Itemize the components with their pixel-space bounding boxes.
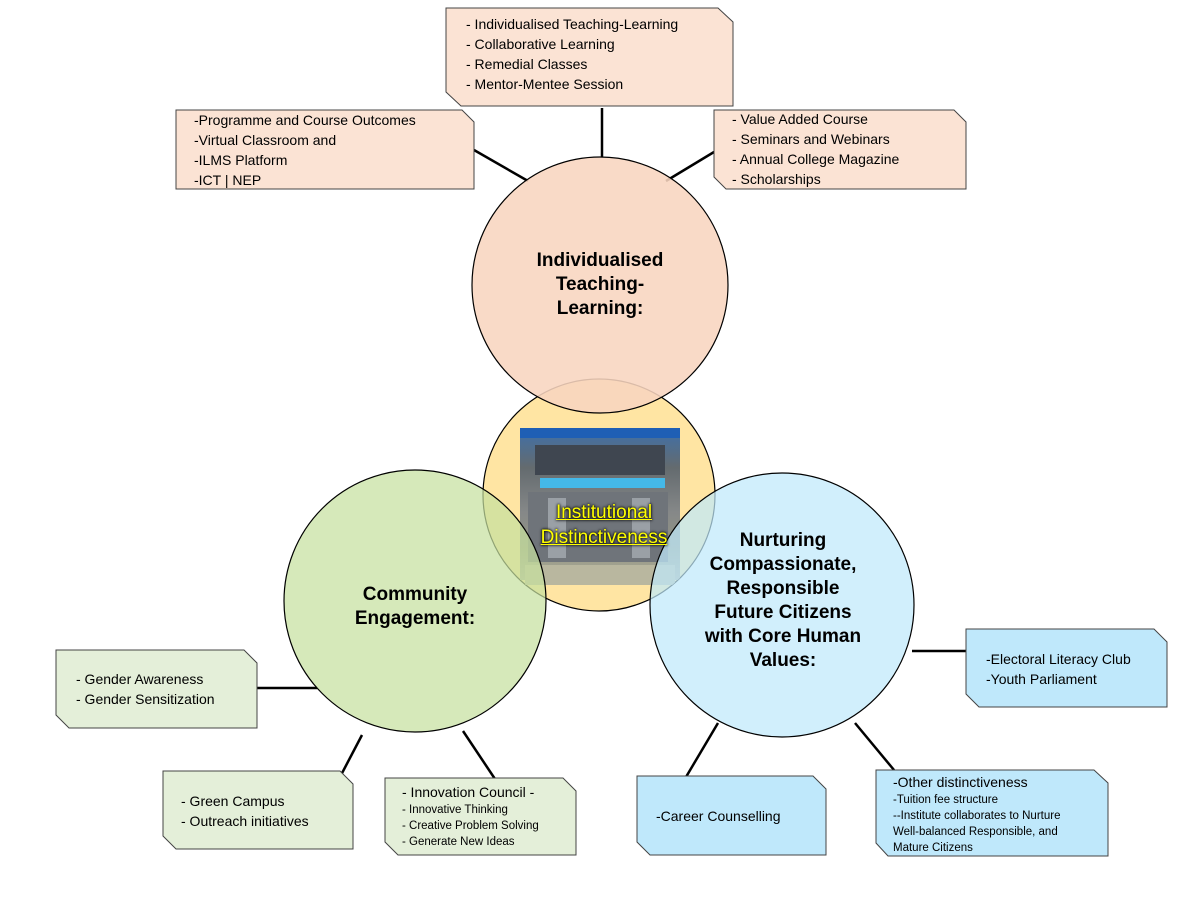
box-shapes [55,7,1168,857]
list-item: - Seminars and Webinars [732,131,890,147]
list-item: Well-balanced Responsible, and [893,826,1058,838]
list-item: - Annual College Magazine [732,151,900,167]
community-title: Community Engagement: [325,583,505,631]
box-career-shape [636,775,827,856]
nurturing-title-line: Responsible [726,578,840,599]
list-item: - Innovative Thinking [402,804,508,816]
teaching-title-line: Individualised [536,250,664,271]
nurturing-circle [649,472,915,738]
list-item: -ILMS Platform [194,152,288,168]
list-item: - Gender Awareness [76,671,204,687]
box-electoral-shape [965,628,1168,708]
list-item: - Scholarships [732,171,821,187]
list-item: - Value Added Course [732,111,868,127]
community-circle [283,469,547,733]
connector-other [854,722,895,771]
nurturing-title-line: with Core Human [704,626,862,647]
community-title-line: Community [362,584,468,605]
list-item: - Remedial Classes [466,56,588,72]
list-item: - Gender Sensitization [76,691,215,707]
nurturing-title-line: Values: [749,650,817,671]
teaching-circle [471,156,729,414]
nurturing-title-line: Compassionate, [709,554,857,575]
box-innovation-shape [384,777,577,856]
list-item: - Outreach initiatives [181,813,309,829]
institutional-distinctiveness-label: Institutional Distinctiveness [519,500,689,550]
box-top-left: -Programme and Course Outcomes -Virtual … [194,110,416,190]
other-heading: -Other distinctiveness [893,774,1028,790]
innovation-heading: - Innovation Council - [402,784,535,800]
box-top-right: - Value Added Course - Seminars and Webi… [732,109,899,189]
box-top-left-shape [175,109,475,190]
center-label-line: Institutional [555,502,653,523]
list-item: --Institute collaborates to Nurture [893,810,1061,822]
box-top: - Individualised Teaching-Learning - Col… [466,14,678,94]
nurturing-title-line: Nurturing [739,530,827,551]
box-green-shape [162,770,354,850]
teaching-title: Individualised Teaching- Learning: [500,249,700,321]
list-item: -Youth Parliament [986,671,1097,687]
nurturing-title-line: Future Citizens [714,602,852,623]
list-item: Mature Citizens [893,842,973,854]
list-item: - Collaborative Learning [466,36,615,52]
list-item: -Programme and Course Outcomes [194,112,416,128]
box-gender-shape [55,649,258,729]
box-career-counselling: -Career Counselling [656,806,781,826]
connector-top-left [473,148,529,183]
list-item: - Generate New Ideas [402,836,515,848]
list-item: - Individualised Teaching-Learning [466,16,679,32]
connector-innovation [461,730,499,783]
connector-lines [257,108,966,783]
list-item: - Green Campus [181,793,285,809]
career-counselling-label: -Career Counselling [656,808,781,824]
box-green-campus: - Green Campus - Outreach initiatives [181,791,309,831]
nurturing-title: Nurturing Compassionate, Responsible Fut… [683,529,883,673]
center-label-line: Distinctiveness [540,527,668,548]
list-item: -Virtual Classroom and [194,132,337,148]
building-photo [520,428,680,585]
connector-green [338,734,364,778]
list-item: -ICT | NEP [194,172,262,188]
box-top-right-shape [713,109,967,190]
box-other-shape [875,769,1109,857]
box-top-shape [445,7,734,107]
list-item: -Electoral Literacy Club [986,651,1131,667]
box-gender: - Gender Awareness - Gender Sensitizatio… [76,669,215,709]
list-item: - Creative Problem Solving [402,820,539,832]
connector-career [684,722,720,778]
connector-top-right [665,150,715,183]
community-title-line: Engagement: [354,608,476,629]
box-other-distinctiveness: -Other distinctiveness -Tuition fee stru… [893,772,1060,856]
teaching-title-line: Learning: [556,298,644,319]
box-electoral-literacy: -Electoral Literacy Club -Youth Parliame… [986,649,1131,689]
teaching-title-line: Teaching- [555,274,645,295]
box-innovation-council: - Innovation Council - - Innovative Thin… [402,782,539,850]
list-item: - Mentor-Mentee Session [466,76,624,92]
list-item: -Tuition fee structure [893,794,999,806]
